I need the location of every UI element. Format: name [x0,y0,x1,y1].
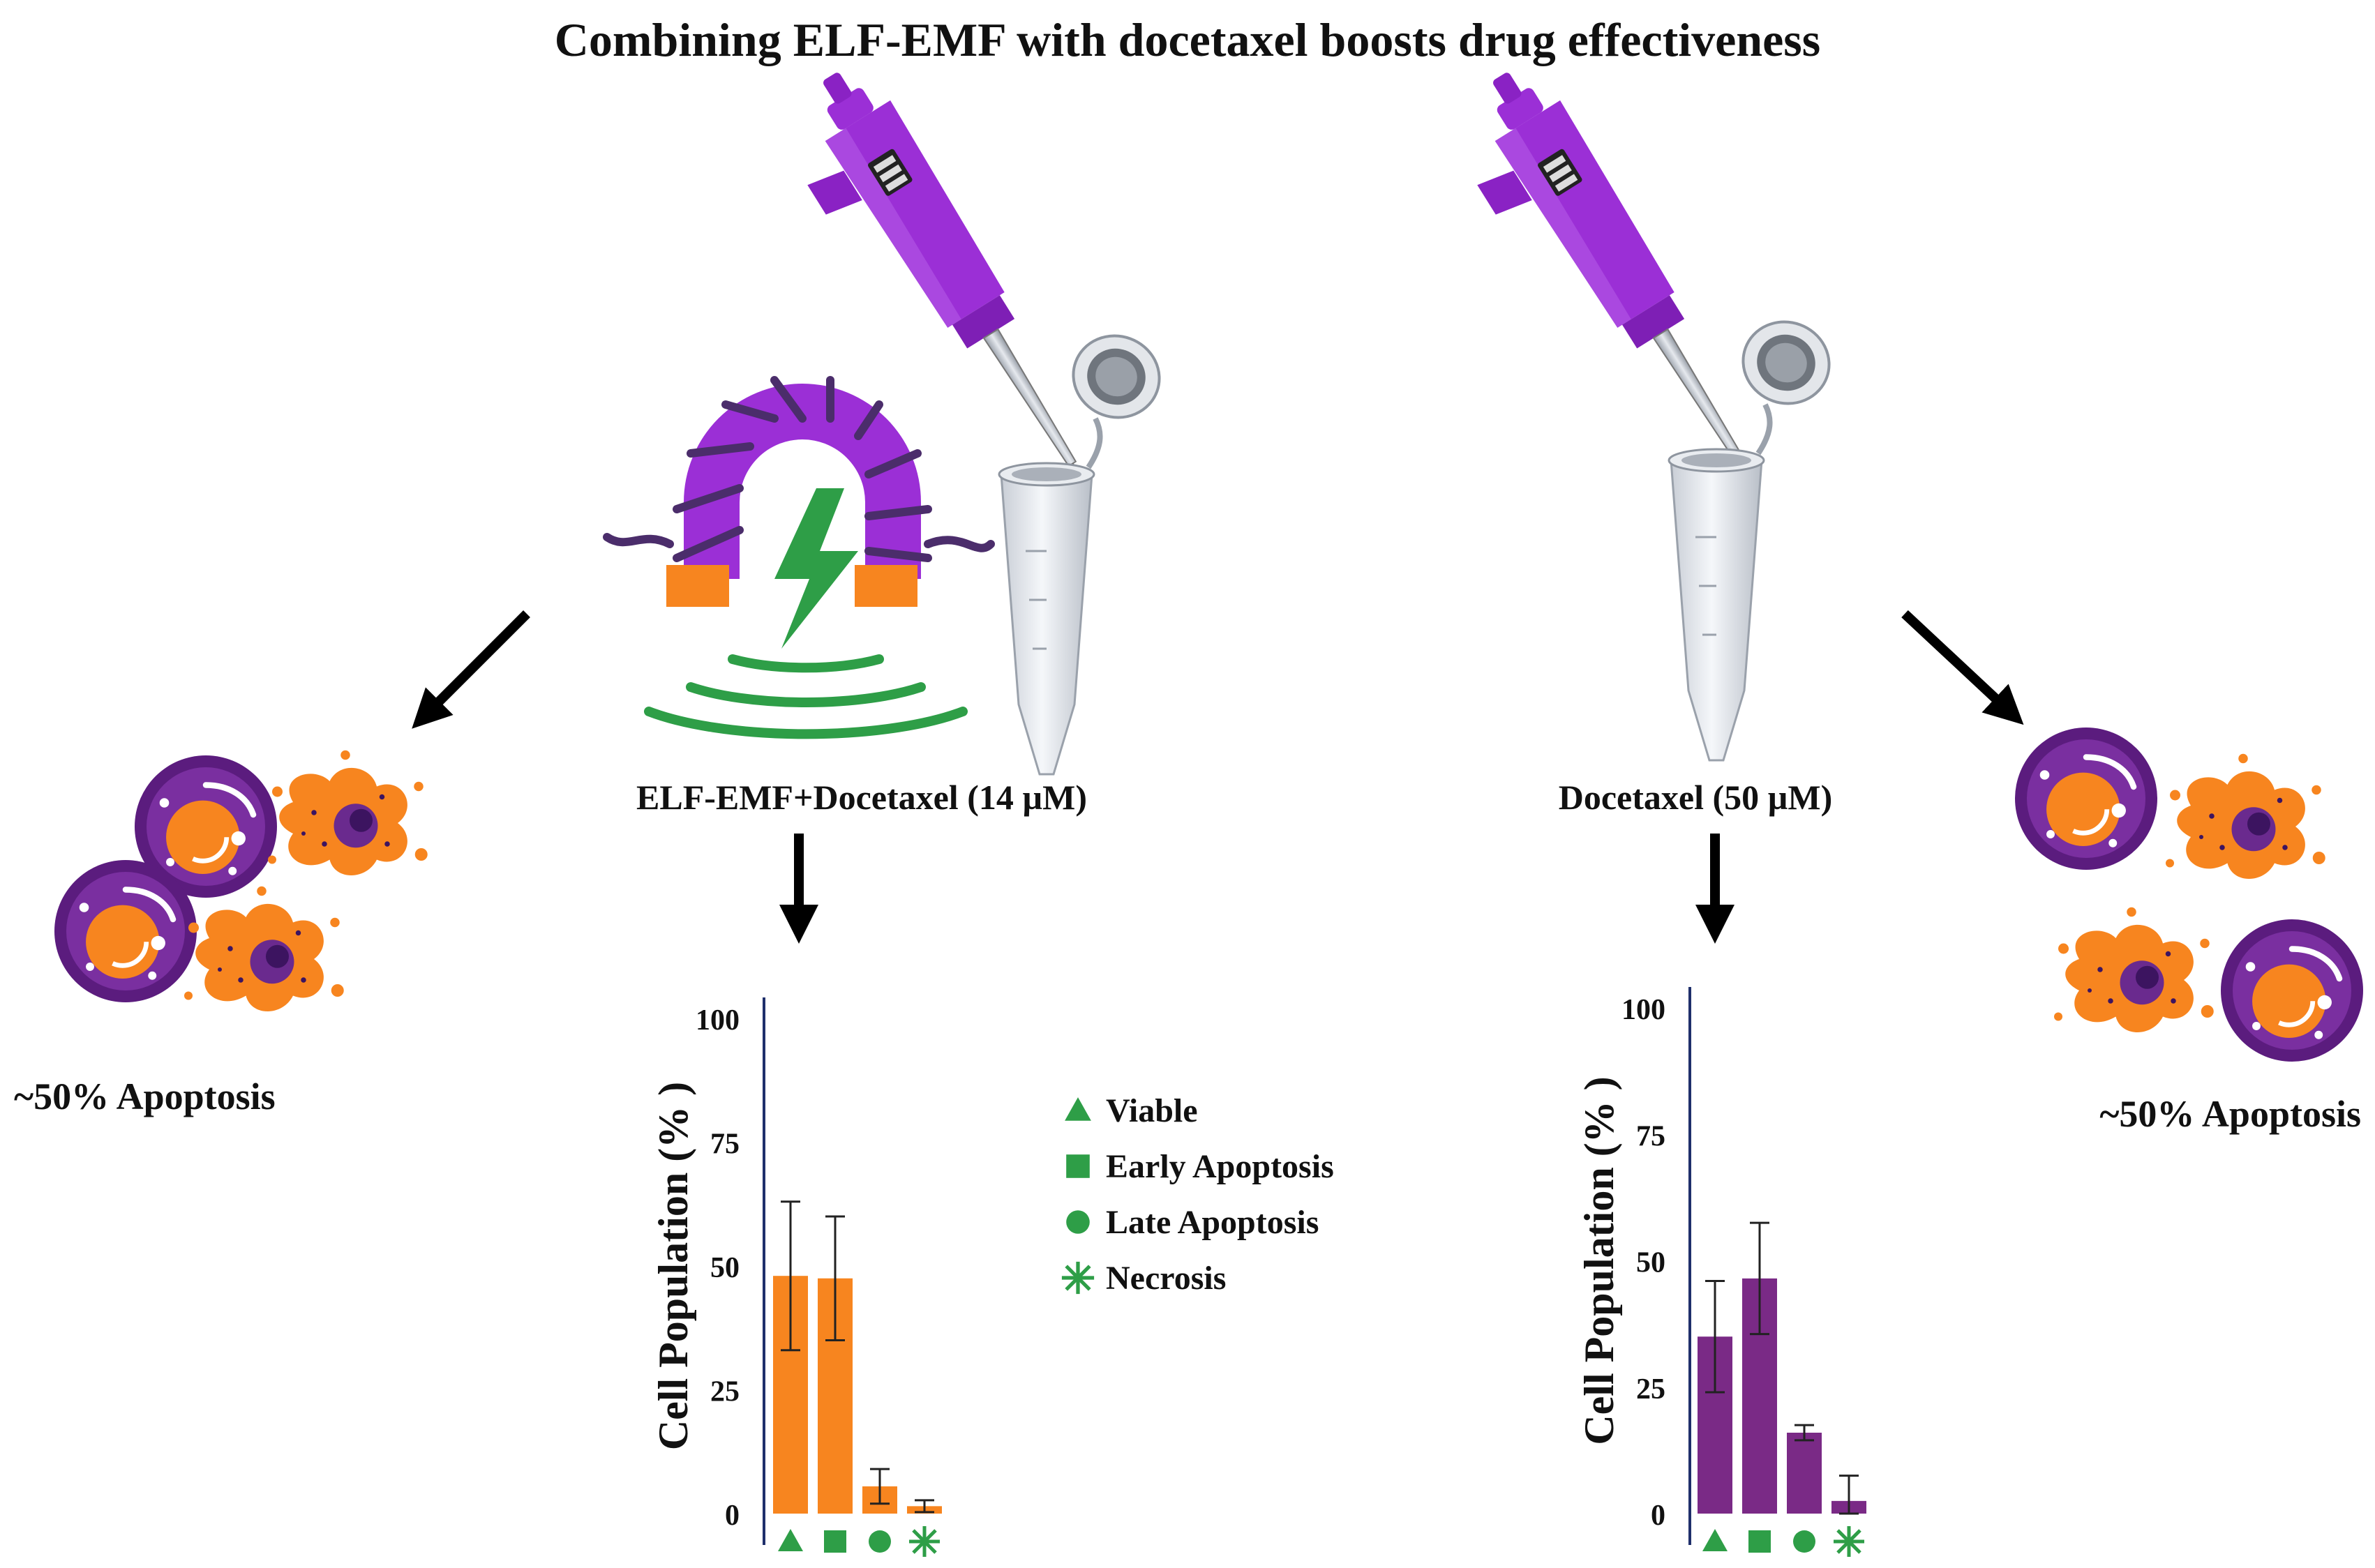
x-category-marker-circle [1793,1530,1815,1553]
legend-label: Late Apoptosis [1106,1204,1319,1241]
x-category-marker-triangle [778,1529,803,1551]
apoptotic-cell-icon [2054,907,2214,1032]
electromagnet-icon [603,376,995,739]
y-tick-label: 25 [1636,1373,1665,1405]
y-tick-label: 50 [710,1252,740,1284]
left-outcome-label: ~50% Apoptosis [14,1076,276,1117]
cell-cluster-left [54,750,428,1011]
legend-marker-triangle [1065,1097,1091,1121]
viable-cell-icon [2015,728,2157,870]
y-tick-label: 50 [1636,1247,1665,1279]
apoptotic-cell-icon [184,886,344,1011]
y-tick-label: 75 [710,1129,740,1161]
y-tick-label: 0 [1651,1500,1665,1532]
y-axis-label: Cell Population (% ) [650,1082,696,1450]
x-category-marker-circle [869,1530,891,1553]
pipette-icon [763,54,1121,530]
legend-label: Early Apoptosis [1106,1148,1334,1185]
apoptotic-cell-icon [268,750,428,875]
arrow-to-left-cells [412,610,530,729]
x-category-marker-triangle [1702,1529,1728,1551]
viable-cell-icon [54,860,197,1002]
legend-marker-circle [1066,1210,1090,1234]
y-tick-label: 0 [725,1500,740,1532]
viable-cell-icon [2221,919,2363,1062]
y-tick-label: 100 [1621,994,1665,1026]
x-category-marker-star [909,1526,940,1557]
legend-marker-square [1066,1154,1090,1178]
figure-title: Combining ELF-EMF with docetaxel boosts … [555,13,1820,66]
y-tick-label: 25 [710,1376,740,1408]
right-outcome-label: ~50% Apoptosis [2099,1093,2361,1135]
legend-label: Viable [1106,1092,1198,1129]
legend-label: Necrosis [1106,1260,1226,1297]
left-condition-label: ELF-EMF+Docetaxel (14 µM) [636,778,1087,817]
y-axis-label: Cell Population (% ) [1576,1076,1622,1445]
legend-marker-star [1062,1262,1094,1294]
right-condition-label: Docetaxel (50 µM) [1559,778,1833,817]
y-tick-label: 100 [696,1004,740,1036]
x-category-marker-star [1834,1526,1864,1557]
x-category-marker-square [1748,1530,1771,1553]
cell-cluster-right [2015,728,2363,1062]
x-category-marker-square [824,1530,846,1553]
y-tick-label: 75 [1636,1120,1665,1152]
arrow-to-right-cells [1901,610,2024,725]
apoptotic-cell-icon [2166,753,2325,879]
bar-circle [1787,1433,1822,1514]
